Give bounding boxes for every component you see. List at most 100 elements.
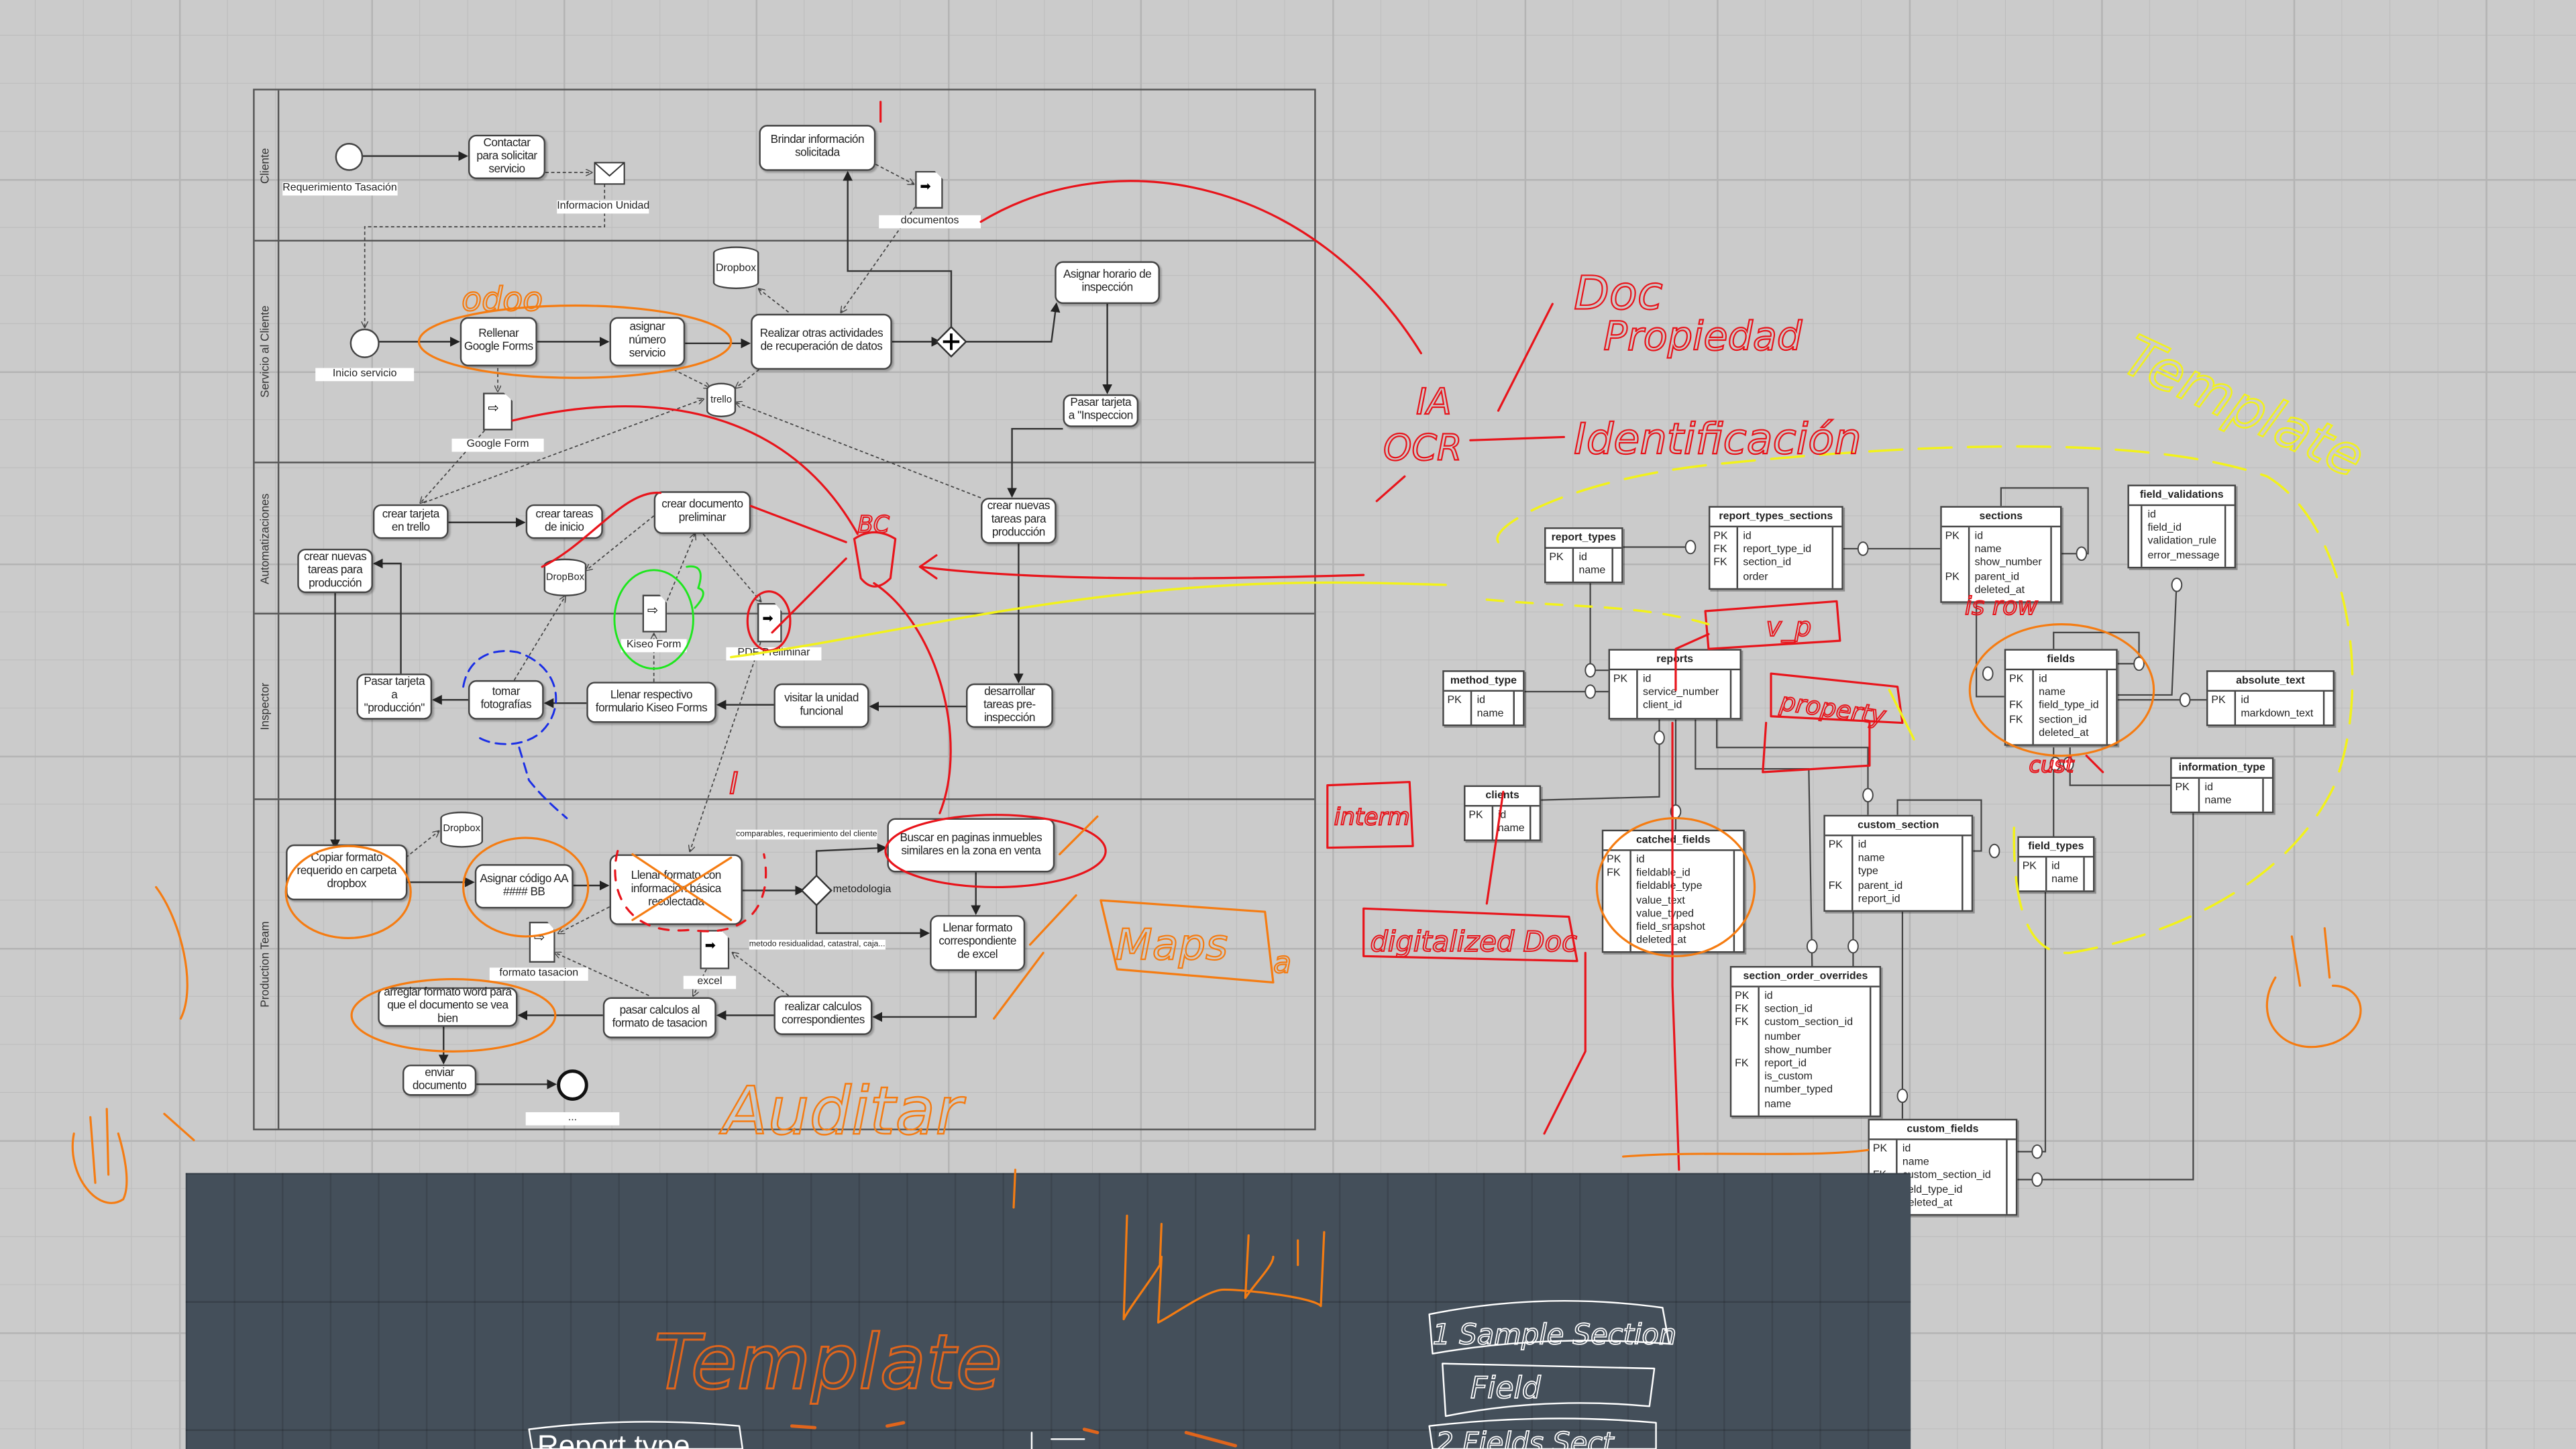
comparables-label: comparables, requerimiento del cliente (736, 829, 877, 840)
erd-key-marker: PK (1607, 854, 1621, 866)
sketch-field: Field (1470, 1371, 1542, 1405)
erd-column: parent_id (1974, 571, 2020, 583)
lane-automatizaciones: Automatizaciones (254, 462, 1315, 613)
task-pasar-calculos[interactable]: pasar calculos al formato de tasacion (602, 997, 716, 1038)
task-llenar-kiseo-forms[interactable]: Llenar respectivo formulario Kiseo Forms (586, 682, 716, 723)
task-crear-tarjeta-trello[interactable]: crear tarjeta en trello (372, 504, 449, 539)
erd-table-title: fields (2006, 651, 2116, 671)
erd-column: id (2241, 694, 2249, 707)
erd-key-marker: FK (1735, 1004, 1749, 1016)
erd-key-marker: FK (1713, 557, 1727, 570)
erd-key-marker: FK (1735, 1017, 1749, 1029)
sketch-fields-sect: 2 Fields Sect (1436, 1426, 1615, 1449)
erd-key-marker: PK (1713, 531, 1728, 543)
task-brindar-informacion[interactable]: Brindar información solicitada (759, 125, 876, 171)
erd-column: name (2039, 687, 2066, 699)
erd-column: name (1578, 565, 1606, 578)
annotation-is-row: is row (1965, 592, 2039, 621)
task-enviar-documento[interactable]: enviar documento (402, 1064, 477, 1096)
dropbox-datastore: DropBox (543, 558, 587, 596)
erd-table-title: method_type (1444, 672, 1523, 692)
erd-column: id (2204, 782, 2213, 794)
task-asignar-horario[interactable]: Asignar horario de inspección (1055, 261, 1160, 305)
erd-column: service_number (1642, 687, 1719, 699)
erd-key-marker: FK (1713, 544, 1727, 556)
google-form-document-icon: ⇨ (483, 392, 513, 431)
erd-column: name (2051, 874, 2078, 886)
erd-column: fieldable_type (1636, 881, 1703, 893)
erd-key-marker: PK (1828, 839, 1843, 851)
task-llenar-formato-excel[interactable]: Llenar formato correspondiente de excel (930, 915, 1026, 971)
erd-key-marker: PK (1613, 674, 1628, 686)
erd-column: section_id (1743, 557, 1792, 570)
formato-tasacion-label: formato tasacion (489, 967, 588, 981)
erd-key-marker: PK (1872, 1143, 1888, 1155)
task-pasar-tarjeta-produccion[interactable]: Pasar tarjeta a "producción" (356, 674, 433, 720)
task-rellenar-google-forms[interactable]: Rellenar Google Forms (460, 317, 537, 367)
erd-column: order (1743, 571, 1768, 583)
task-crear-nuevas-tareas-left[interactable]: crear nuevas tareas para producción (297, 548, 373, 594)
erd-table-title: information_type (2171, 759, 2272, 779)
task-arreglar-formato-word[interactable]: arreglar formato word para que el docume… (378, 987, 518, 1027)
erd-column: number_typed (1764, 1085, 1833, 1097)
green-ink-circle (613, 569, 694, 670)
kiseo-form-document-icon: ⇨ (642, 594, 667, 633)
red-ink-strokes (511, 101, 2104, 1171)
erd-table-title: report_types_sections (1710, 508, 1842, 528)
erd-key-marker: PK (1735, 990, 1750, 1002)
task-asignar-numero[interactable]: asignar número servicio (609, 317, 686, 367)
task-desarrollar-tareas[interactable]: desarrollar tareas pre-inspección (966, 683, 1053, 728)
task-tomar-fotografias[interactable]: tomar fotografías (468, 680, 544, 720)
inicio-servicio-label: Inicio servicio (315, 368, 415, 382)
annotation-identificacion: Identificación (1574, 415, 1861, 464)
formato-tasacion-document-icon: ⇨ (529, 921, 555, 963)
erd-column: value_typed (1636, 908, 1695, 920)
parallel-gateway (935, 325, 967, 358)
task-realizar-calculos[interactable]: realizar calculos correspondientes (773, 996, 873, 1035)
erd-column: id (2051, 861, 2060, 873)
task-contactar[interactable]: Contactar para solicitar servicio (468, 134, 546, 179)
erd-column: name (1974, 544, 2002, 556)
task-buscar-inmuebles[interactable]: Buscar en paginas inmuebles similares en… (887, 818, 1055, 873)
annotation-i-mark: I (729, 767, 738, 801)
document-icon: ➡ (915, 170, 943, 209)
task-crear-nuevas-tareas-right[interactable]: crear nuevas tareas para producción (981, 498, 1057, 544)
task-crear-documento-preliminar[interactable]: crear documento preliminar (653, 491, 751, 534)
task-copiar-formato[interactable]: Copiar formato requerido en carpeta drop… (286, 844, 408, 901)
task-realizar-actividades[interactable]: Realizar otras actividades de recuperaci… (751, 313, 892, 370)
yellow-ink-strokes (730, 445, 2354, 955)
task-asignar-codigo[interactable]: Asignar código AA #### BB (474, 864, 574, 909)
task-visitar-unidad[interactable]: visitar la unidad funcional (773, 683, 869, 728)
erd-column: name (1497, 823, 1525, 835)
annotation-template-yellow: Template (2114, 323, 2375, 490)
dropbox-datastore: Dropbox (440, 811, 484, 848)
task-pasar-tarjeta-inspeccion[interactable]: Pasar tarjeta a "Inspeccion (1063, 394, 1139, 427)
erd-column: id (1858, 839, 1867, 851)
erd-table-title: custom_fields (1869, 1120, 2016, 1140)
annotation-cust: cust (2029, 752, 2074, 777)
annotation-ia: IA (1416, 380, 1452, 423)
lane-cliente: Cliente (255, 90, 1315, 240)
erd-key-marker: PK (1447, 694, 1462, 707)
annotation-template-panel: Template (654, 1318, 1002, 1406)
erd-column: id (1764, 990, 1773, 1002)
